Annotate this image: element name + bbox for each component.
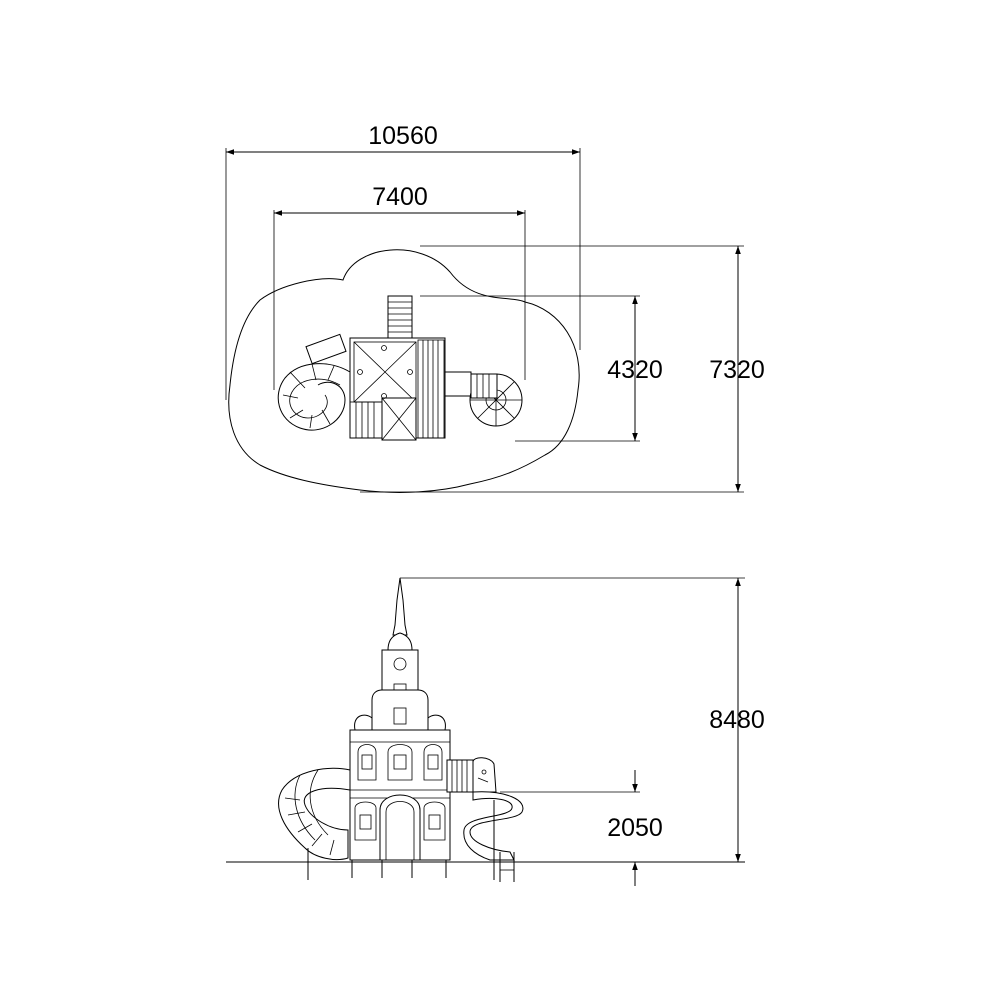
plan-stairs bbox=[387, 295, 413, 339]
plan-tower bbox=[349, 337, 446, 441]
elevation-upper-tower bbox=[354, 649, 446, 731]
elevation-right-slide bbox=[446, 757, 524, 882]
elevation-tube-slide bbox=[278, 767, 351, 880]
plan-spiral-slide bbox=[444, 371, 523, 427]
label-plan-total-depth: 7320 bbox=[709, 356, 765, 384]
plan-safety-zone bbox=[228, 249, 580, 493]
label-plan-inner-depth: 4320 bbox=[607, 356, 663, 384]
label-elev-platform-height: 2050 bbox=[607, 814, 663, 842]
plan-view: 10560 7400 4320 7320 bbox=[225, 122, 765, 493]
label-plan-total-width: 10560 bbox=[368, 122, 438, 150]
label-plan-inner-width: 7400 bbox=[372, 183, 428, 211]
elevation-spire bbox=[387, 577, 413, 651]
elevation-building bbox=[349, 729, 451, 878]
elevation-view: 8480 2050 bbox=[226, 577, 765, 886]
label-elev-total-height: 8480 bbox=[709, 706, 765, 734]
plan-tube-slide bbox=[277, 333, 351, 431]
